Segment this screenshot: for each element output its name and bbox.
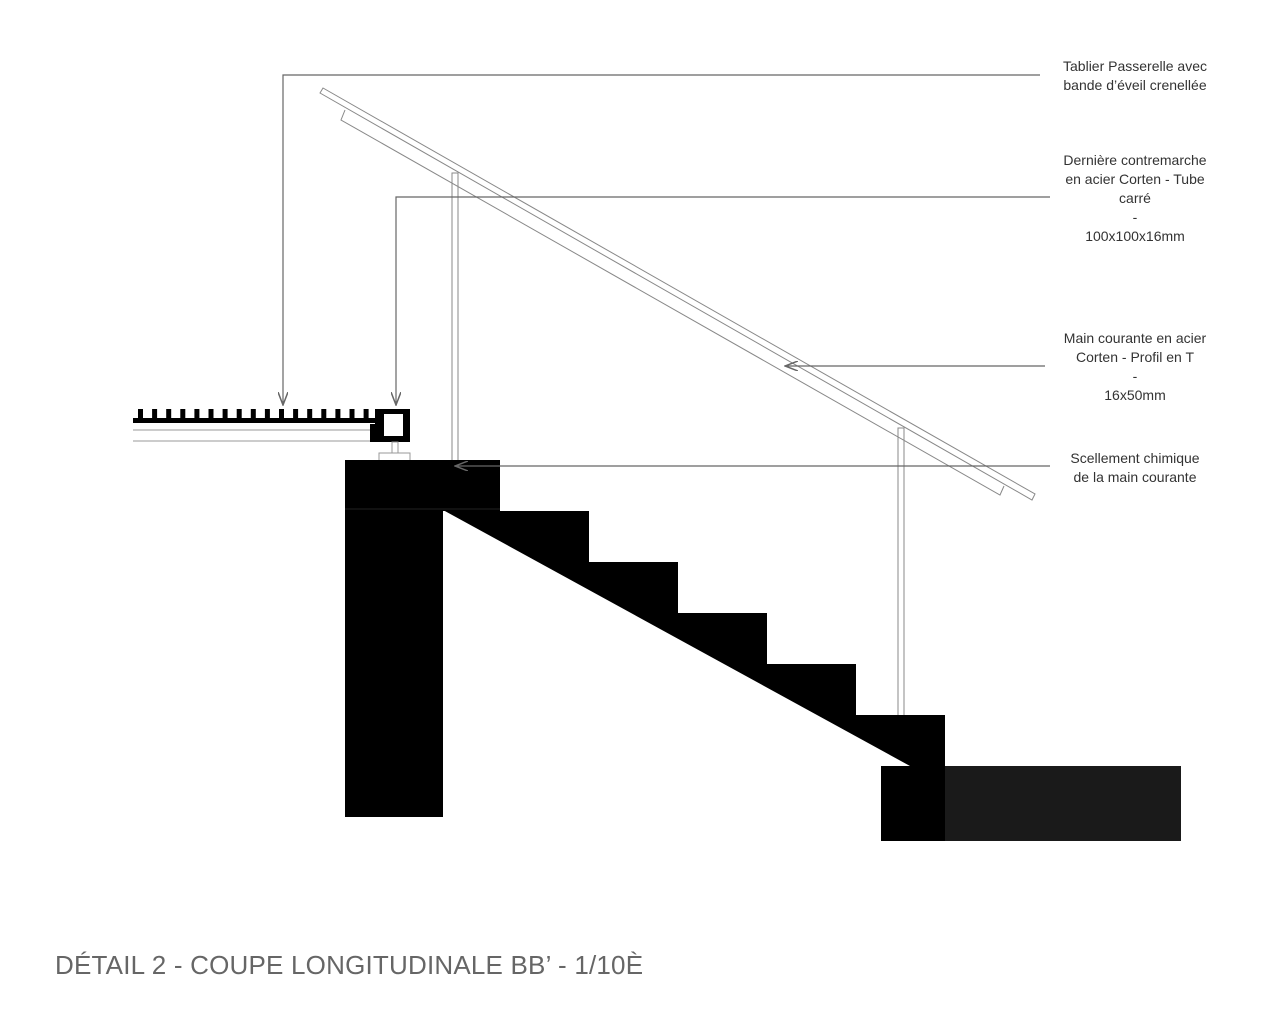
crenel-tooth (236, 409, 242, 419)
leader-deck (283, 74, 1040, 405)
label-line: Scellement chimique (1070, 450, 1200, 466)
label-handrail: Main courante en acier Corten - Profil e… (1020, 329, 1250, 405)
crenel-tooth (349, 409, 355, 419)
concrete-stair (345, 460, 1181, 841)
leader-riser (396, 196, 1050, 405)
label-line: Main courante en acier (1063, 330, 1207, 346)
crenel-tooth (307, 409, 313, 419)
square-tube-riser (375, 409, 411, 462)
label-line: bande d’éveil crenellée (1063, 77, 1207, 93)
crenel-tooth (222, 409, 228, 419)
crenel-tooth (293, 409, 299, 419)
label-line: - (1132, 368, 1138, 384)
crenel-tooth (180, 409, 186, 419)
label-line: 16x50mm (1104, 387, 1166, 403)
crenel-tooth (138, 409, 143, 419)
crenel-tooth (279, 409, 284, 419)
crenel-tooth (194, 409, 200, 419)
drawing-title: DÉTAIL 2 - COUPE LONGITUDINALE BB’ - 1/1… (55, 950, 644, 980)
crenel-tooth (264, 409, 270, 419)
label-line: 100x100x16mm (1085, 228, 1185, 244)
crenel-tooth (321, 409, 327, 419)
deck-crenellated (133, 409, 380, 442)
label-line: de la main courante (1073, 469, 1197, 485)
crenel-tooth (166, 409, 172, 419)
crenel-tooth (363, 409, 369, 419)
label-line: en acier Corten - Tube (1065, 171, 1205, 187)
crenel-tooth (152, 409, 158, 419)
label-riser: Dernière contremarche en acier Corten - … (1020, 151, 1250, 246)
crenel-tooth (335, 409, 341, 419)
crenel-tooth (208, 409, 214, 419)
label-deck: Tablier Passerelle avec bande d’éveil cr… (1020, 57, 1250, 95)
crenel-tooth (250, 409, 256, 419)
label-line: Dernière contremarche (1063, 152, 1207, 168)
label-anchor: Scellement chimique de la main courante (1020, 449, 1250, 487)
label-line: Corten - Profil en T (1075, 349, 1194, 365)
label-line: - (1132, 209, 1138, 225)
label-line: Tablier Passerelle avec (1063, 58, 1207, 74)
label-line: carré (1119, 190, 1151, 206)
